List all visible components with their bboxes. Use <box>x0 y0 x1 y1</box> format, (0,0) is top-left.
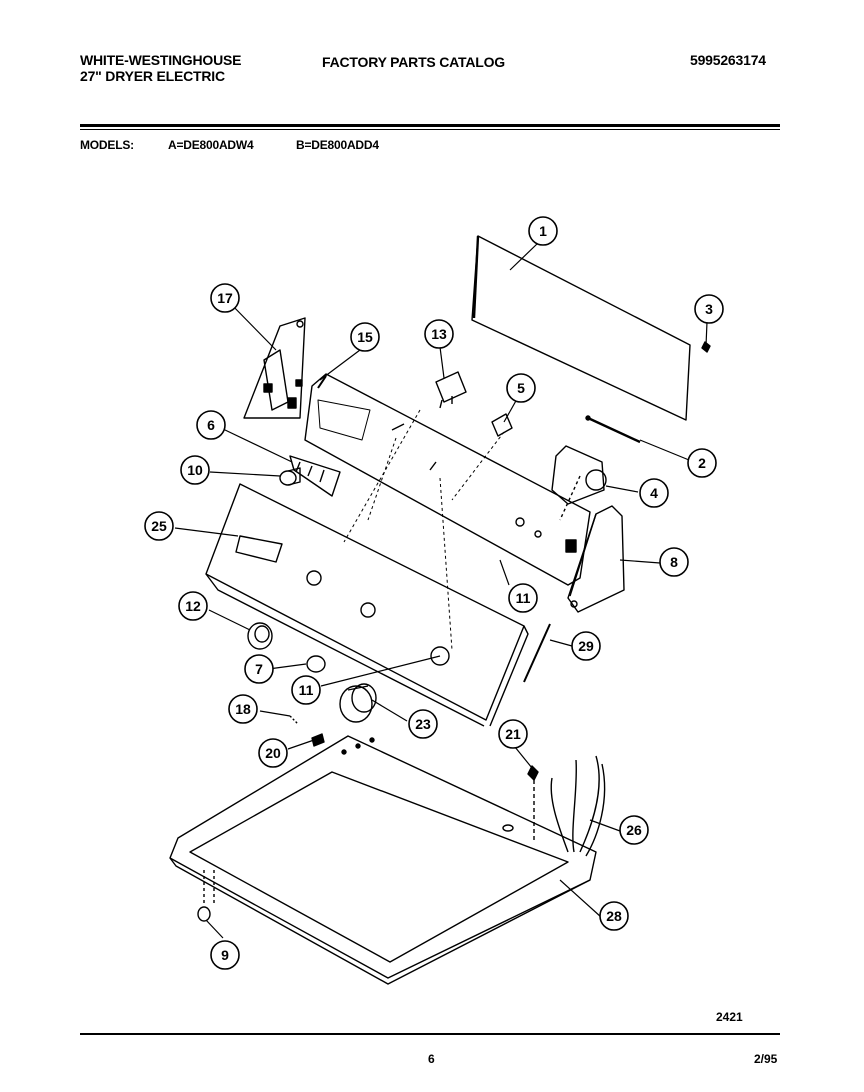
callout-20: 20 <box>258 738 288 768</box>
screw-part <box>701 341 711 353</box>
callout-label: 28 <box>606 908 622 924</box>
control-console-part <box>205 483 529 727</box>
callout-26: 26 <box>619 815 649 845</box>
callout-7: 7 <box>244 654 274 684</box>
callout-label: 20 <box>265 745 281 761</box>
callout-label: 29 <box>578 638 594 654</box>
callout-label: 1 <box>539 223 547 239</box>
callout-label: 12 <box>185 598 201 614</box>
page-number: 6 <box>428 1052 435 1066</box>
callout-18: 18 <box>228 694 258 724</box>
callout-11: 11 <box>508 583 538 613</box>
callout-12: 12 <box>178 591 208 621</box>
callout-label: 25 <box>151 518 167 534</box>
callout-label: 4 <box>650 485 658 501</box>
callout-label: 2 <box>698 455 706 471</box>
timer-part <box>551 445 607 521</box>
callout-label: 8 <box>670 554 678 570</box>
drawing-number: 2421 <box>716 1010 743 1024</box>
model-b: B=DE800ADD4 <box>296 138 379 152</box>
callout-label: 18 <box>235 701 251 717</box>
callout-label: 7 <box>255 661 263 677</box>
timer-knob-part <box>339 683 377 723</box>
callout-label: 11 <box>299 682 314 698</box>
callout-5: 5 <box>506 373 536 403</box>
catalog-title: FACTORY PARTS CATALOG <box>322 54 505 70</box>
terminal-block-part <box>289 455 341 497</box>
switch-part <box>435 371 467 409</box>
screw-21-part <box>527 765 539 781</box>
leveling-leg-part <box>197 870 215 922</box>
callout-21: 21 <box>498 719 528 749</box>
header-rule-thick <box>80 124 780 127</box>
product-name: 27" DRYER ELECTRIC <box>80 68 225 84</box>
revision-date: 2/95 <box>754 1052 778 1066</box>
callout-label: 3 <box>705 301 713 317</box>
callout-label: 6 <box>207 417 215 433</box>
control-panel-backplate-part <box>304 373 591 586</box>
side-bracket-part <box>567 505 625 613</box>
callout-label: 17 <box>217 290 233 306</box>
wire-leads-part <box>533 755 606 857</box>
knob-large-part <box>247 622 273 650</box>
model-a: A=DE800ADW4 <box>168 138 254 152</box>
callout-10: 10 <box>180 455 210 485</box>
callout-17: 17 <box>210 283 240 313</box>
screw-small-part <box>289 715 325 747</box>
callout-9: 9 <box>210 940 240 970</box>
callout-8: 8 <box>659 547 689 577</box>
callout-label: 15 <box>357 329 373 345</box>
callout-3: 3 <box>694 294 724 324</box>
callout-29: 29 <box>571 631 601 661</box>
callout-28: 28 <box>599 901 629 931</box>
callout-23: 23 <box>408 709 438 739</box>
callout-label: 11 <box>516 590 531 606</box>
knob-small-part <box>306 655 326 673</box>
cap-part <box>279 467 301 486</box>
callout-4: 4 <box>639 478 669 508</box>
callout-label: 26 <box>626 822 642 838</box>
callout-13: 13 <box>424 319 454 349</box>
callout-1: 1 <box>528 216 558 246</box>
footer-rule <box>80 1033 780 1035</box>
control-board-part <box>243 317 306 419</box>
callout-label: 23 <box>415 716 431 732</box>
callout-label: 21 <box>505 726 521 742</box>
callout-15: 15 <box>350 322 380 352</box>
header-rule-thin <box>80 129 780 130</box>
callout-label: 10 <box>187 462 203 478</box>
callout-2: 2 <box>687 448 717 478</box>
top-panel-part <box>169 735 597 985</box>
callout-6: 6 <box>196 410 226 440</box>
callout-11: 11 <box>291 675 321 705</box>
small-switch-part <box>491 413 513 437</box>
rear-panel-part <box>471 235 691 421</box>
catalog-number: 5995263174 <box>690 52 766 68</box>
callout-label: 5 <box>517 380 525 396</box>
callout-label: 13 <box>431 326 447 342</box>
brand-name: WHITE-WESTINGHOUSE <box>80 52 242 68</box>
callout-label: 9 <box>221 947 229 963</box>
models-label: MODELS: <box>80 138 134 152</box>
push-rod-part <box>523 623 551 683</box>
callout-25: 25 <box>144 511 174 541</box>
rod-part <box>585 415 641 444</box>
